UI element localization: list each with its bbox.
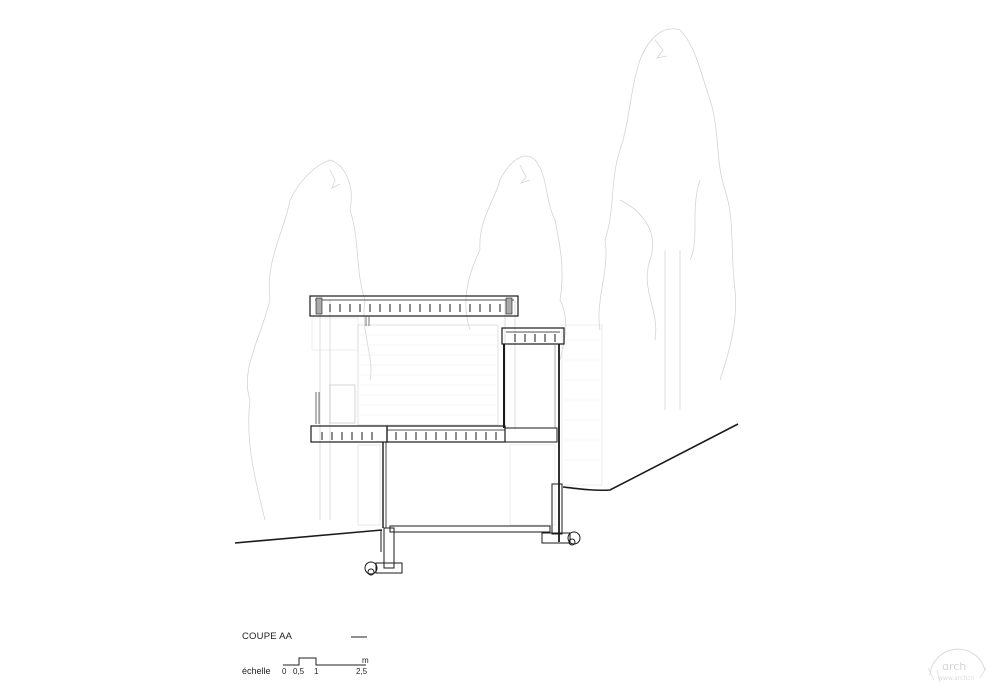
scale-bar xyxy=(283,657,366,666)
roof-slab xyxy=(309,295,519,317)
terrain-right xyxy=(562,423,739,492)
drawing-title: COUPE AA xyxy=(242,631,293,642)
svg-text:ɑrch: ɑrch xyxy=(942,660,966,673)
left-foundation xyxy=(364,527,403,576)
stamp-icon: ɑrch www.archcn xyxy=(927,648,987,683)
scale-unit: m xyxy=(362,656,369,665)
scale-tick-25: 2,5 xyxy=(356,667,368,676)
svg-text:www.archcn: www.archcn xyxy=(938,675,974,682)
upper-box-roof xyxy=(501,327,565,345)
scale-tick-1: 1 xyxy=(314,667,319,676)
floor-slab xyxy=(310,425,558,443)
scale-tick-05: 0,5 xyxy=(293,667,305,676)
scale-label: échelle xyxy=(242,666,271,676)
terrain-left xyxy=(234,529,383,544)
right-foundation xyxy=(541,483,581,546)
tree-sketches xyxy=(246,28,736,521)
scale-tick-0: 0 xyxy=(282,667,287,676)
